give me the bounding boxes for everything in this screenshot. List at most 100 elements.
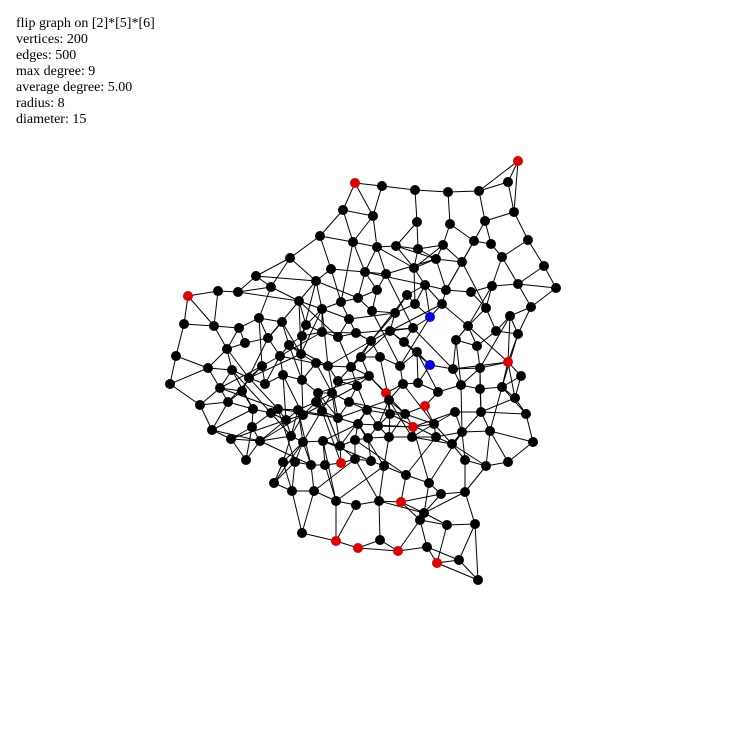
graph-vertices bbox=[165, 156, 561, 585]
graph-vertex bbox=[286, 431, 296, 441]
graph-vertex bbox=[366, 336, 376, 346]
max-degree: max degree: 9 bbox=[16, 64, 96, 79]
graph-vertex bbox=[356, 352, 366, 362]
graph-edge bbox=[354, 439, 407, 476]
graph-edge bbox=[301, 532, 337, 542]
graph-vertex bbox=[399, 337, 409, 347]
graph-edge bbox=[273, 441, 304, 484]
graph-vertex bbox=[344, 397, 354, 407]
graph-edge bbox=[491, 256, 503, 287]
graph-edge bbox=[300, 308, 323, 355]
graph-vertex bbox=[323, 361, 333, 371]
graph-edge bbox=[388, 399, 413, 438]
graph-edge bbox=[395, 221, 418, 247]
graph-vertex bbox=[331, 496, 341, 506]
graph-vertex bbox=[463, 321, 473, 331]
graph-edge bbox=[298, 300, 339, 338]
graph-edge bbox=[270, 286, 300, 302]
graph-edge bbox=[489, 386, 503, 432]
graph-edge bbox=[451, 411, 482, 445]
graph-edge bbox=[322, 440, 372, 462]
graph-edge bbox=[428, 431, 463, 484]
graph-vertex bbox=[298, 437, 308, 447]
graph-vertex bbox=[385, 326, 395, 336]
graph-vertex bbox=[457, 427, 467, 437]
graph-edge bbox=[281, 321, 302, 355]
graph-vertex bbox=[448, 364, 458, 374]
graph-edge bbox=[400, 493, 442, 503]
graph-vertex bbox=[384, 432, 394, 442]
graph-edge bbox=[355, 327, 414, 334]
graph-vertex bbox=[336, 297, 346, 307]
graph-edge bbox=[412, 327, 454, 370]
graph-vertex bbox=[367, 306, 377, 316]
graph-edge bbox=[175, 323, 185, 357]
graph-edge bbox=[219, 365, 263, 389]
graph-vertex bbox=[278, 370, 288, 380]
graph-edge bbox=[289, 257, 317, 282]
graph-vertex bbox=[486, 239, 496, 249]
graph-vertex bbox=[263, 333, 273, 343]
graph-edge bbox=[478, 181, 509, 192]
graph-vertex bbox=[297, 375, 307, 385]
graph-edge bbox=[414, 189, 418, 223]
vertex-count: vertices: 200 bbox=[16, 32, 88, 47]
graph-vertex bbox=[410, 185, 420, 195]
graph-edge bbox=[258, 317, 263, 367]
graph-edge bbox=[357, 423, 385, 467]
graph-edge bbox=[416, 351, 419, 384]
graph-vertex bbox=[294, 296, 304, 306]
graph-edge bbox=[237, 291, 300, 302]
graph-edge bbox=[248, 377, 279, 410]
graph-vertex bbox=[395, 361, 405, 371]
graph-edge bbox=[364, 271, 426, 286]
graph-vertex bbox=[260, 379, 270, 389]
graph-vertex bbox=[350, 435, 360, 445]
graph-vertex bbox=[234, 323, 244, 333]
graph-vertex-red bbox=[513, 156, 523, 166]
average-degree: average degree: 5.00 bbox=[16, 80, 133, 95]
graph-edge bbox=[381, 185, 416, 191]
graph-vertex bbox=[247, 422, 257, 432]
graph-vertex bbox=[400, 409, 410, 419]
graph-vertex bbox=[485, 426, 495, 436]
graph-edge bbox=[447, 191, 451, 225]
graph-edge bbox=[322, 423, 359, 442]
graph-vertex bbox=[226, 434, 236, 444]
graph-edge bbox=[211, 429, 261, 442]
graph-vertex bbox=[360, 267, 370, 277]
graph-vertex-red bbox=[393, 546, 403, 556]
graph-vertex bbox=[451, 335, 461, 345]
graph-edge bbox=[445, 261, 463, 291]
graph-vertex bbox=[466, 287, 476, 297]
graph-vertex bbox=[248, 404, 258, 414]
graph-vertex bbox=[438, 240, 448, 250]
graph-edge bbox=[354, 182, 374, 217]
graph-edge bbox=[426, 546, 460, 561]
graph-edge bbox=[467, 325, 509, 363]
graph-vertex bbox=[390, 308, 400, 318]
graph-edge bbox=[342, 209, 354, 243]
graph-vertex bbox=[213, 286, 223, 296]
graph-vertex bbox=[447, 439, 457, 449]
graph-edge bbox=[458, 523, 476, 561]
graph-edge bbox=[378, 465, 385, 502]
graph-vertex bbox=[348, 237, 358, 247]
graph-vertex bbox=[385, 409, 395, 419]
graph-vertex bbox=[410, 299, 420, 309]
graph-edge bbox=[464, 491, 476, 525]
graph-vertex bbox=[476, 407, 486, 417]
graph-edge bbox=[330, 268, 366, 273]
graph-edge bbox=[282, 374, 287, 421]
graph-vertex bbox=[513, 329, 523, 339]
graph-edge bbox=[424, 284, 431, 318]
graph-edge bbox=[436, 562, 479, 581]
graph-edge bbox=[335, 465, 385, 502]
graph-edge bbox=[513, 211, 529, 241]
graph-vertex bbox=[503, 457, 513, 467]
graph-edge bbox=[484, 211, 515, 222]
graph-stats-panel: flip graph on [2]*[5]*[6] vertices: 200 … bbox=[16, 16, 155, 128]
graph-edge bbox=[330, 268, 342, 303]
graph-vertex bbox=[516, 371, 526, 381]
graph-vertex bbox=[251, 271, 261, 281]
